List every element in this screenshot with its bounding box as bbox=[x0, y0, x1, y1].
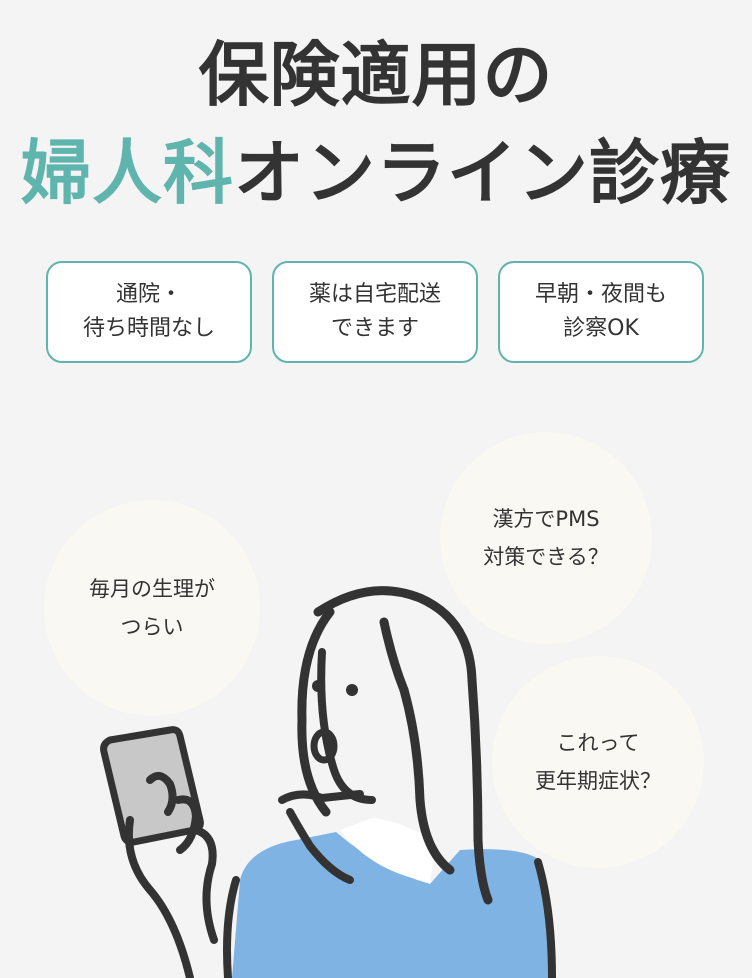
feature-card-home-delivery: 薬は自宅配送 できます bbox=[272, 261, 478, 363]
hand-on-chin bbox=[278, 790, 364, 884]
woman-with-phone-illustration bbox=[100, 586, 556, 978]
left-eye bbox=[312, 680, 324, 692]
feature-card-early-late: 早朝・夜間も 診察OK bbox=[498, 261, 704, 363]
feature-text-line-1: 通院・ bbox=[115, 282, 182, 307]
neck-shape bbox=[340, 818, 436, 882]
hair-top bbox=[313, 586, 477, 685]
feature-text-line-2: 待ち時間なし bbox=[82, 316, 215, 341]
shirt-right-outline bbox=[534, 858, 556, 978]
feature-text-line-2: できます bbox=[330, 316, 419, 341]
bubble-text-line-1: これって bbox=[556, 731, 640, 755]
shirt-shape bbox=[232, 832, 552, 978]
hair-left-back bbox=[297, 607, 335, 817]
thought-bubble-menopause: これって 更年期症状？ bbox=[492, 656, 704, 868]
feature-card-no-wait: 通院・ 待ち時間なし bbox=[46, 261, 252, 363]
headline-line-2: 婦人科オンライン診療 bbox=[0, 128, 752, 218]
face-outline bbox=[317, 648, 376, 804]
headline-rest: オンライン診療 bbox=[234, 132, 731, 214]
headline-line-1: 保険適用の bbox=[198, 34, 554, 116]
phone-body bbox=[100, 726, 204, 846]
hair-bangs bbox=[379, 617, 409, 695]
hair-inner-line bbox=[399, 685, 455, 875]
bubble-text-line-1: 漢方でPMS bbox=[492, 507, 600, 531]
hand-holding-phone bbox=[124, 771, 218, 978]
bubble-text-line-2: 更年期症状？ bbox=[535, 769, 661, 793]
feature-text-line-2: 診察OK bbox=[563, 316, 639, 341]
arm-outline bbox=[223, 876, 240, 978]
thought-bubble-period-pain: 毎月の生理が つらい bbox=[44, 500, 260, 716]
right-eye bbox=[346, 684, 358, 696]
thought-bubble-pms: 漢方でPMS 対策できる？ bbox=[440, 432, 652, 644]
headline-accent: 婦人科 bbox=[21, 132, 234, 214]
hair-right-side bbox=[467, 675, 493, 905]
mouth bbox=[310, 728, 338, 764]
feature-text-line-1: 早朝・夜間も bbox=[534, 282, 667, 307]
feature-text-line-1: 薬は自宅配送 bbox=[308, 282, 441, 307]
bubble-text-line-2: 対策できる？ bbox=[483, 545, 609, 569]
bubble-text-line-2: つらい bbox=[120, 615, 184, 639]
bubble-text-line-1: 毎月の生理が bbox=[89, 577, 215, 601]
